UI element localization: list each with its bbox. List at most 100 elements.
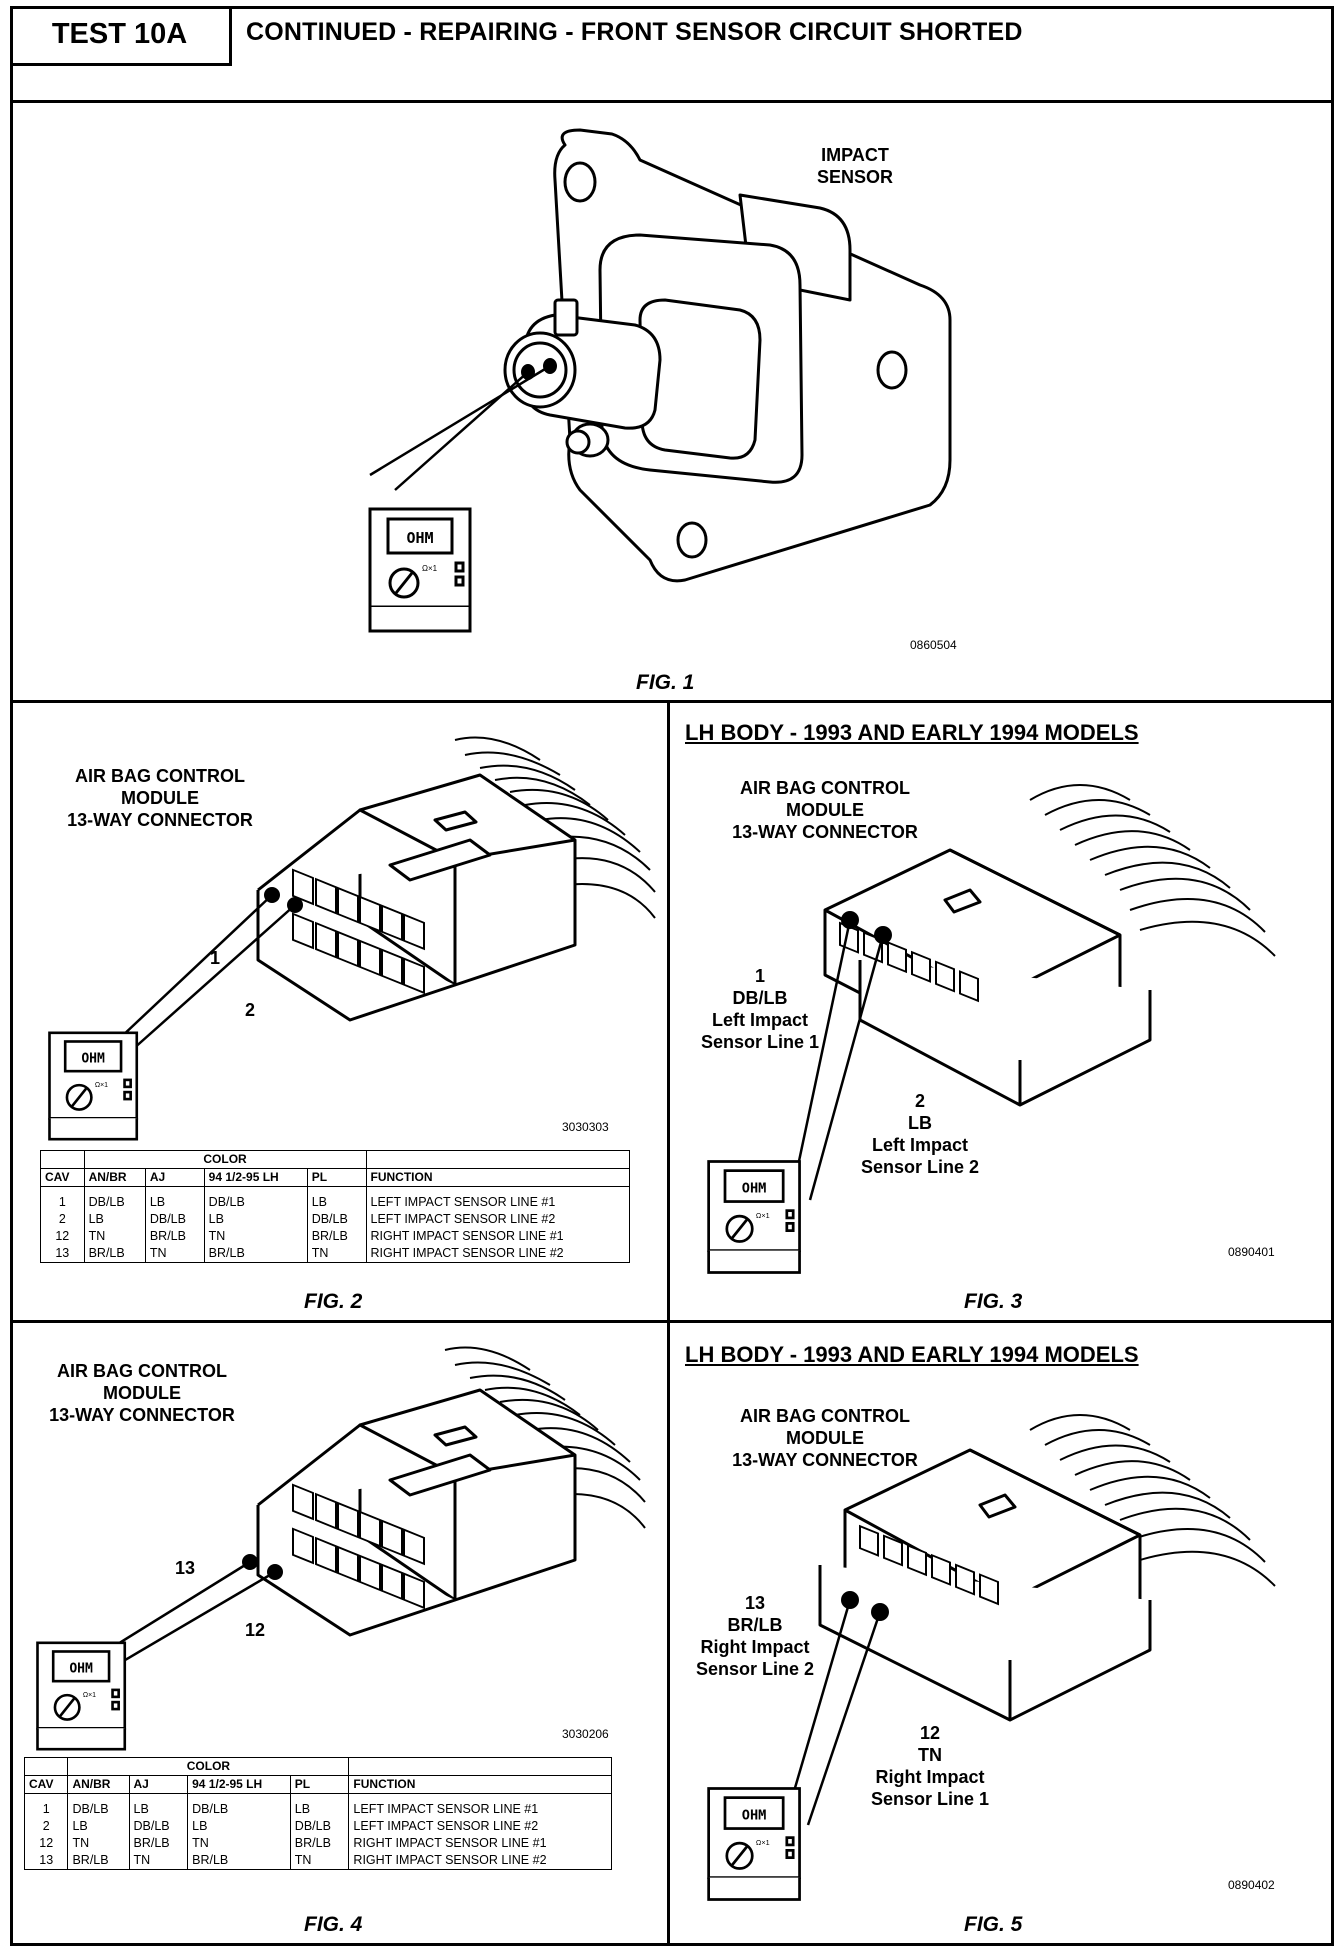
table-cell: BR/LB [67, 1852, 130, 1870]
table-row: 2 LB DB/LB LB DB/LB LEFT IMPACT SENSOR L… [40, 1211, 631, 1228]
cav-table-fig4: COLOR CAV AN/BR AJ 94 1/2-95 LH PL FUNCT… [23, 1757, 612, 1870]
table-cell: DB/LB [187, 1793, 291, 1818]
fig2-label-line3: 13-WAY CONNECTOR [67, 810, 253, 830]
middle-divider [10, 1320, 1334, 1323]
table-cell: RIGHT IMPACT SENSOR LINE #1 [348, 1835, 612, 1852]
fig5-pin-12-desc2: Sensor Line 1 [870, 1789, 990, 1809]
fig1-label-line1: IMPACT [821, 145, 889, 165]
fig4-pin-13: 13 [175, 1558, 196, 1578]
page-frame [10, 6, 1334, 1946]
fig3-caption: FIG. 3 [964, 1290, 1023, 1313]
fig5-pin-12-number: 12 [919, 1723, 941, 1743]
table-cell: LEFT IMPACT SENSOR LINE #1 [365, 1186, 631, 1211]
cav-header-spacer [23, 1757, 69, 1776]
fig3-pin-2-desc1: Left Impact [871, 1135, 968, 1155]
table-cell: LB [83, 1211, 146, 1228]
table-cell: 13 [23, 1852, 69, 1870]
col-header-function: FUNCTION [365, 1168, 631, 1187]
table-cell: BR/LB [83, 1245, 146, 1263]
table-row: 13 BR/LB TN BR/LB TN RIGHT IMPACT SENSOR… [40, 1245, 631, 1263]
ohmmeter-fig1: OHM Ω×1 [368, 507, 472, 633]
fig5-pin-12-color: TN [918, 1745, 942, 1765]
connector-drawing-fig2 [119, 736, 656, 1051]
table-cell: LB [67, 1818, 130, 1835]
col-header-cav: CAV [23, 1775, 69, 1794]
fig3-pin-1-number: 1 [754, 966, 765, 986]
table-cell: RIGHT IMPACT SENSOR LINE #2 [365, 1245, 631, 1263]
table-cell: BR/LB [128, 1835, 189, 1852]
table-cell: LB [144, 1186, 205, 1211]
fig3-pin-1-desc1: Left Impact [711, 1010, 808, 1030]
fig4-label-line1: AIR BAG CONTROL [57, 1361, 227, 1381]
function-header-spacer [348, 1757, 612, 1776]
connector-drawing-fig3 [793, 784, 1276, 1201]
ohm-display: OHM [69, 1661, 93, 1676]
table-cell: TN [144, 1245, 205, 1263]
fig3-pin-1-color: DB/LB [732, 988, 788, 1008]
table-cell: LB [203, 1211, 308, 1228]
fig3-label-line3: 13-WAY CONNECTOR [732, 822, 918, 842]
fig5-pin-13-desc2: Sensor Line 2 [695, 1659, 815, 1679]
table-row: 1 DB/LB LB DB/LB LB LEFT IMPACT SENSOR L… [23, 1793, 612, 1818]
table-cell: 12 [40, 1228, 85, 1245]
page-title: CONTINUED - REPAIRING - FRONT SENSOR CIR… [246, 18, 1023, 46]
table-cell: DB/LB [67, 1793, 130, 1818]
table-row: 12 TN BR/LB TN BR/LB RIGHT IMPACT SENSOR… [23, 1835, 612, 1852]
col-header-aj: AJ [128, 1775, 189, 1794]
fig2-pin-2: 2 [245, 1000, 256, 1020]
fig2-label-line1: AIR BAG CONTROL [75, 766, 245, 786]
col-header-cav: CAV [40, 1168, 85, 1187]
fig5-caption: FIG. 5 [964, 1913, 1023, 1936]
fig1-caption: FIG. 1 [636, 671, 695, 694]
header-divider [10, 100, 1334, 103]
fig5-label-line1: AIR BAG CONTROL [740, 1406, 910, 1426]
fig5-pin-12-desc1: Right Impact [875, 1767, 985, 1787]
table-cell: 2 [23, 1818, 69, 1835]
fig5-pin-13-desc1: Right Impact [700, 1637, 810, 1657]
fig2-code: 3030303 [562, 1120, 609, 1134]
range-indicator: Ω×1 [756, 1838, 770, 1847]
table-row: 13 BR/LB TN BR/LB TN RIGHT IMPACT SENSOR… [23, 1852, 612, 1870]
table-cell: TN [83, 1228, 146, 1245]
fig2-caption: FIG. 2 [304, 1290, 363, 1313]
table-cell: DB/LB [83, 1186, 146, 1211]
table-cell: LEFT IMPACT SENSOR LINE #1 [348, 1793, 612, 1818]
table-cell: BR/LB [187, 1852, 291, 1870]
test-id: TEST 10A [10, 6, 232, 66]
fig5-pin-13-number: 13 [744, 1593, 766, 1613]
fig4-caption: FIG. 4 [304, 1913, 363, 1936]
table-cell: DB/LB [128, 1818, 189, 1835]
table-row: 1 DB/LB LB DB/LB LB LEFT IMPACT SENSOR L… [40, 1186, 631, 1211]
fig5-section-heading: LH BODY - 1993 AND EARLY 1994 MODELS [685, 1342, 1139, 1367]
range-indicator: Ω×1 [83, 1692, 96, 1699]
table-cell: 1 [23, 1793, 69, 1818]
table-cell: DB/LB [144, 1211, 205, 1228]
fig3-label-line2: MODULE [786, 800, 864, 820]
table-row: 2 LB DB/LB LB DB/LB LEFT IMPACT SENSOR L… [23, 1818, 612, 1835]
table-cell: DB/LB [289, 1818, 350, 1835]
ohmmeter-fig5: OHM Ω×1 [707, 1787, 801, 1901]
col-header-lh: 94 1/2-95 LH [203, 1168, 308, 1187]
ohm-display: OHM [742, 1807, 767, 1823]
connector-drawing-fig4 [107, 1346, 646, 1665]
ohm-display: OHM [742, 1180, 767, 1196]
range-indicator: Ω×1 [422, 564, 438, 573]
table-cell: LEFT IMPACT SENSOR LINE #2 [365, 1211, 631, 1228]
table-cell: BR/LB [306, 1228, 367, 1245]
table-cell: DB/LB [203, 1186, 308, 1211]
col-header-lh: 94 1/2-95 LH [187, 1775, 291, 1794]
table-cell: LEFT IMPACT SENSOR LINE #2 [348, 1818, 612, 1835]
fig5-code: 0890402 [1228, 1878, 1275, 1892]
fig3-pin-1-desc2: Sensor Line 1 [700, 1032, 820, 1052]
fig3-section-heading: LH BODY - 1993 AND EARLY 1994 MODELS [685, 720, 1139, 745]
table-row: 12 TN BR/LB TN BR/LB RIGHT IMPACT SENSOR… [40, 1228, 631, 1245]
table-cell: 12 [23, 1835, 69, 1852]
ohmmeter-fig2: OHM Ω×1 [48, 1031, 139, 1141]
impact-sensor-drawing [369, 128, 952, 583]
fig4-label-line2: MODULE [103, 1383, 181, 1403]
table-cell: TN [289, 1852, 350, 1870]
ohmmeter-fig3: OHM Ω×1 [707, 1160, 801, 1274]
ohm-display: OHM [406, 529, 433, 547]
connector-drawing-fig5 [788, 1414, 1276, 1826]
table-cell: 13 [40, 1245, 85, 1263]
